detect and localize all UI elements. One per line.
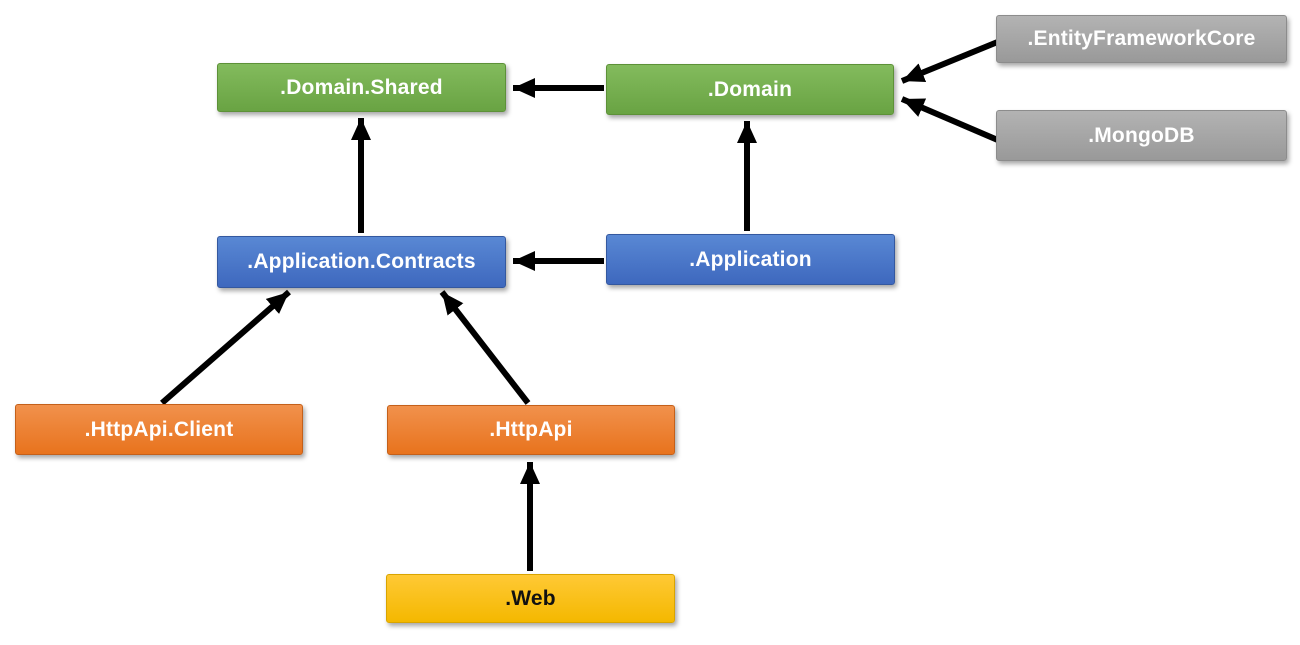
- node-domain: .Domain: [606, 64, 894, 115]
- node-label-domain-shared: .Domain.Shared: [280, 75, 443, 99]
- edge-mongodb-to-domain: [900, 96, 1002, 144]
- node-label-mongodb: .MongoDB: [1088, 123, 1195, 147]
- node-domain-shared: .Domain.Shared: [217, 63, 506, 112]
- node-label-httpapi-client: .HttpApi.Client: [84, 417, 234, 441]
- node-label-httpapi: .HttpApi: [489, 418, 573, 441]
- node-mongodb: .MongoDB: [996, 110, 1287, 161]
- node-label-web: .Web: [505, 586, 556, 610]
- edge-httpapi-client-to-application-contracts: [160, 289, 291, 406]
- node-httpapi-client: .HttpApi.Client: [15, 404, 303, 455]
- node-label-application-contracts: .Application.Contracts: [247, 250, 476, 273]
- node-application: .Application: [606, 234, 895, 285]
- node-label-domain: .Domain: [707, 77, 793, 101]
- node-httpapi: .HttpApi: [387, 405, 675, 455]
- node-entityframeworkcore: .EntityFrameworkCore: [996, 15, 1287, 63]
- node-application-contracts: .Application.Contracts: [217, 236, 506, 288]
- edge-entityframeworkcore-to-domain: [900, 38, 1002, 84]
- edge-httpapi-to-application-contracts: [439, 290, 531, 405]
- node-label-application: .Application: [689, 247, 812, 271]
- node-web: .Web: [386, 574, 675, 623]
- node-label-entityframeworkcore: .EntityFrameworkCore: [1027, 27, 1256, 50]
